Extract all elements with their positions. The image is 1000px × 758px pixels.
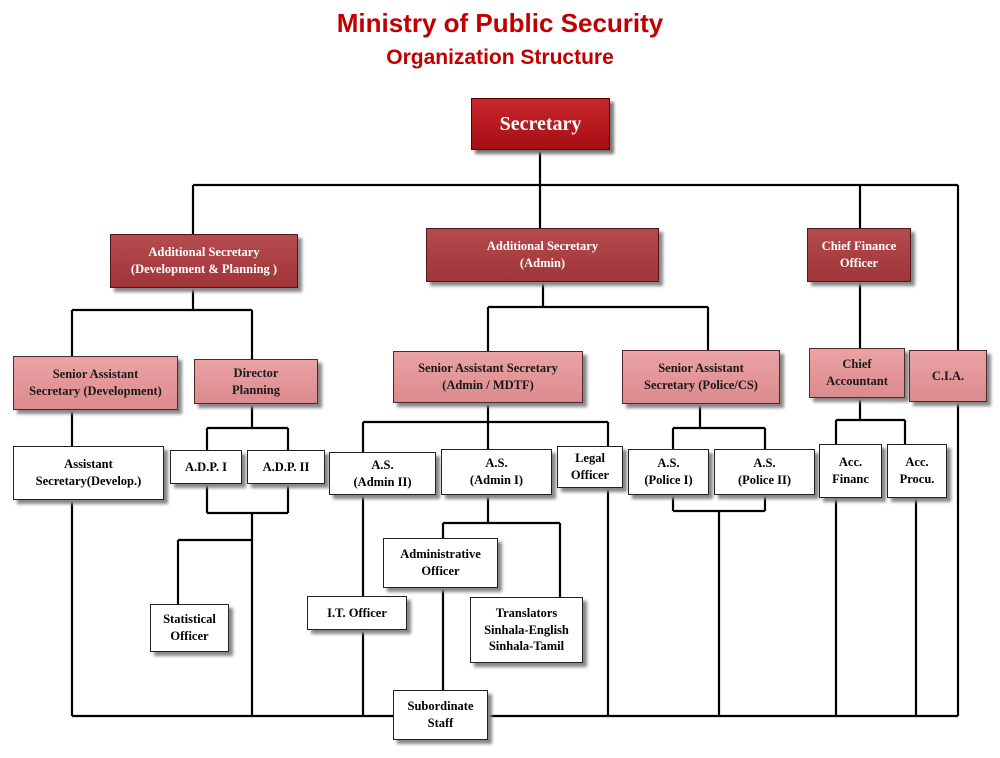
senior-assistant-secretary-police-box: Senior Assistant Secretary (Police/CS)	[622, 350, 780, 404]
as-admin-1-box: A.S. (Admin I)	[441, 449, 552, 495]
director-planning-box: Director Planning	[194, 359, 318, 404]
additional-secretary-admin-box: Additional Secretary (Admin)	[426, 228, 659, 282]
acc-procu-box: Acc. Procu.	[887, 444, 947, 498]
acc-financ-box: Acc. Financ	[819, 444, 882, 498]
assistant-secretary-development-box: Assistant Secretary(Develop.)	[13, 446, 164, 500]
statistical-officer-box: Statistical Officer	[150, 604, 229, 652]
adp-1-box: A.D.P. I	[170, 450, 242, 484]
adp-2-box: A.D.P. II	[247, 450, 325, 484]
as-admin-2-box: A.S. (Admin II)	[329, 452, 436, 495]
as-police-2-box: A.S. (Police II)	[714, 449, 815, 495]
administrative-officer-box: Administrative Officer	[383, 538, 498, 588]
senior-assistant-secretary-development-box: Senior Assistant Secretary (Development)	[13, 356, 178, 410]
subordinate-staff-box: Subordinate Staff	[393, 690, 488, 740]
translators-box: Translators Sinhala-English Sinhala-Tami…	[470, 597, 583, 663]
it-officer-box: I.T. Officer	[307, 596, 407, 630]
additional-secretary-development-box: Additional Secretary (Development & Plan…	[110, 234, 298, 288]
senior-assistant-secretary-admin-box: Senior Assistant Secretary (Admin / MDTF…	[393, 351, 583, 403]
chief-accountant-box: Chief Accountant	[809, 348, 905, 398]
cia-box: C.I.A.	[909, 350, 987, 402]
chart-subtitle: Organization Structure	[386, 46, 614, 69]
legal-officer-box: Legal Officer	[557, 446, 623, 488]
chart-title: Ministry of Public Security	[336, 8, 664, 38]
as-police-1-box: A.S. (Police I)	[628, 449, 709, 495]
chief-finance-officer-box: Chief Finance Officer	[807, 228, 911, 282]
secretary-box: Secretary	[471, 98, 610, 150]
